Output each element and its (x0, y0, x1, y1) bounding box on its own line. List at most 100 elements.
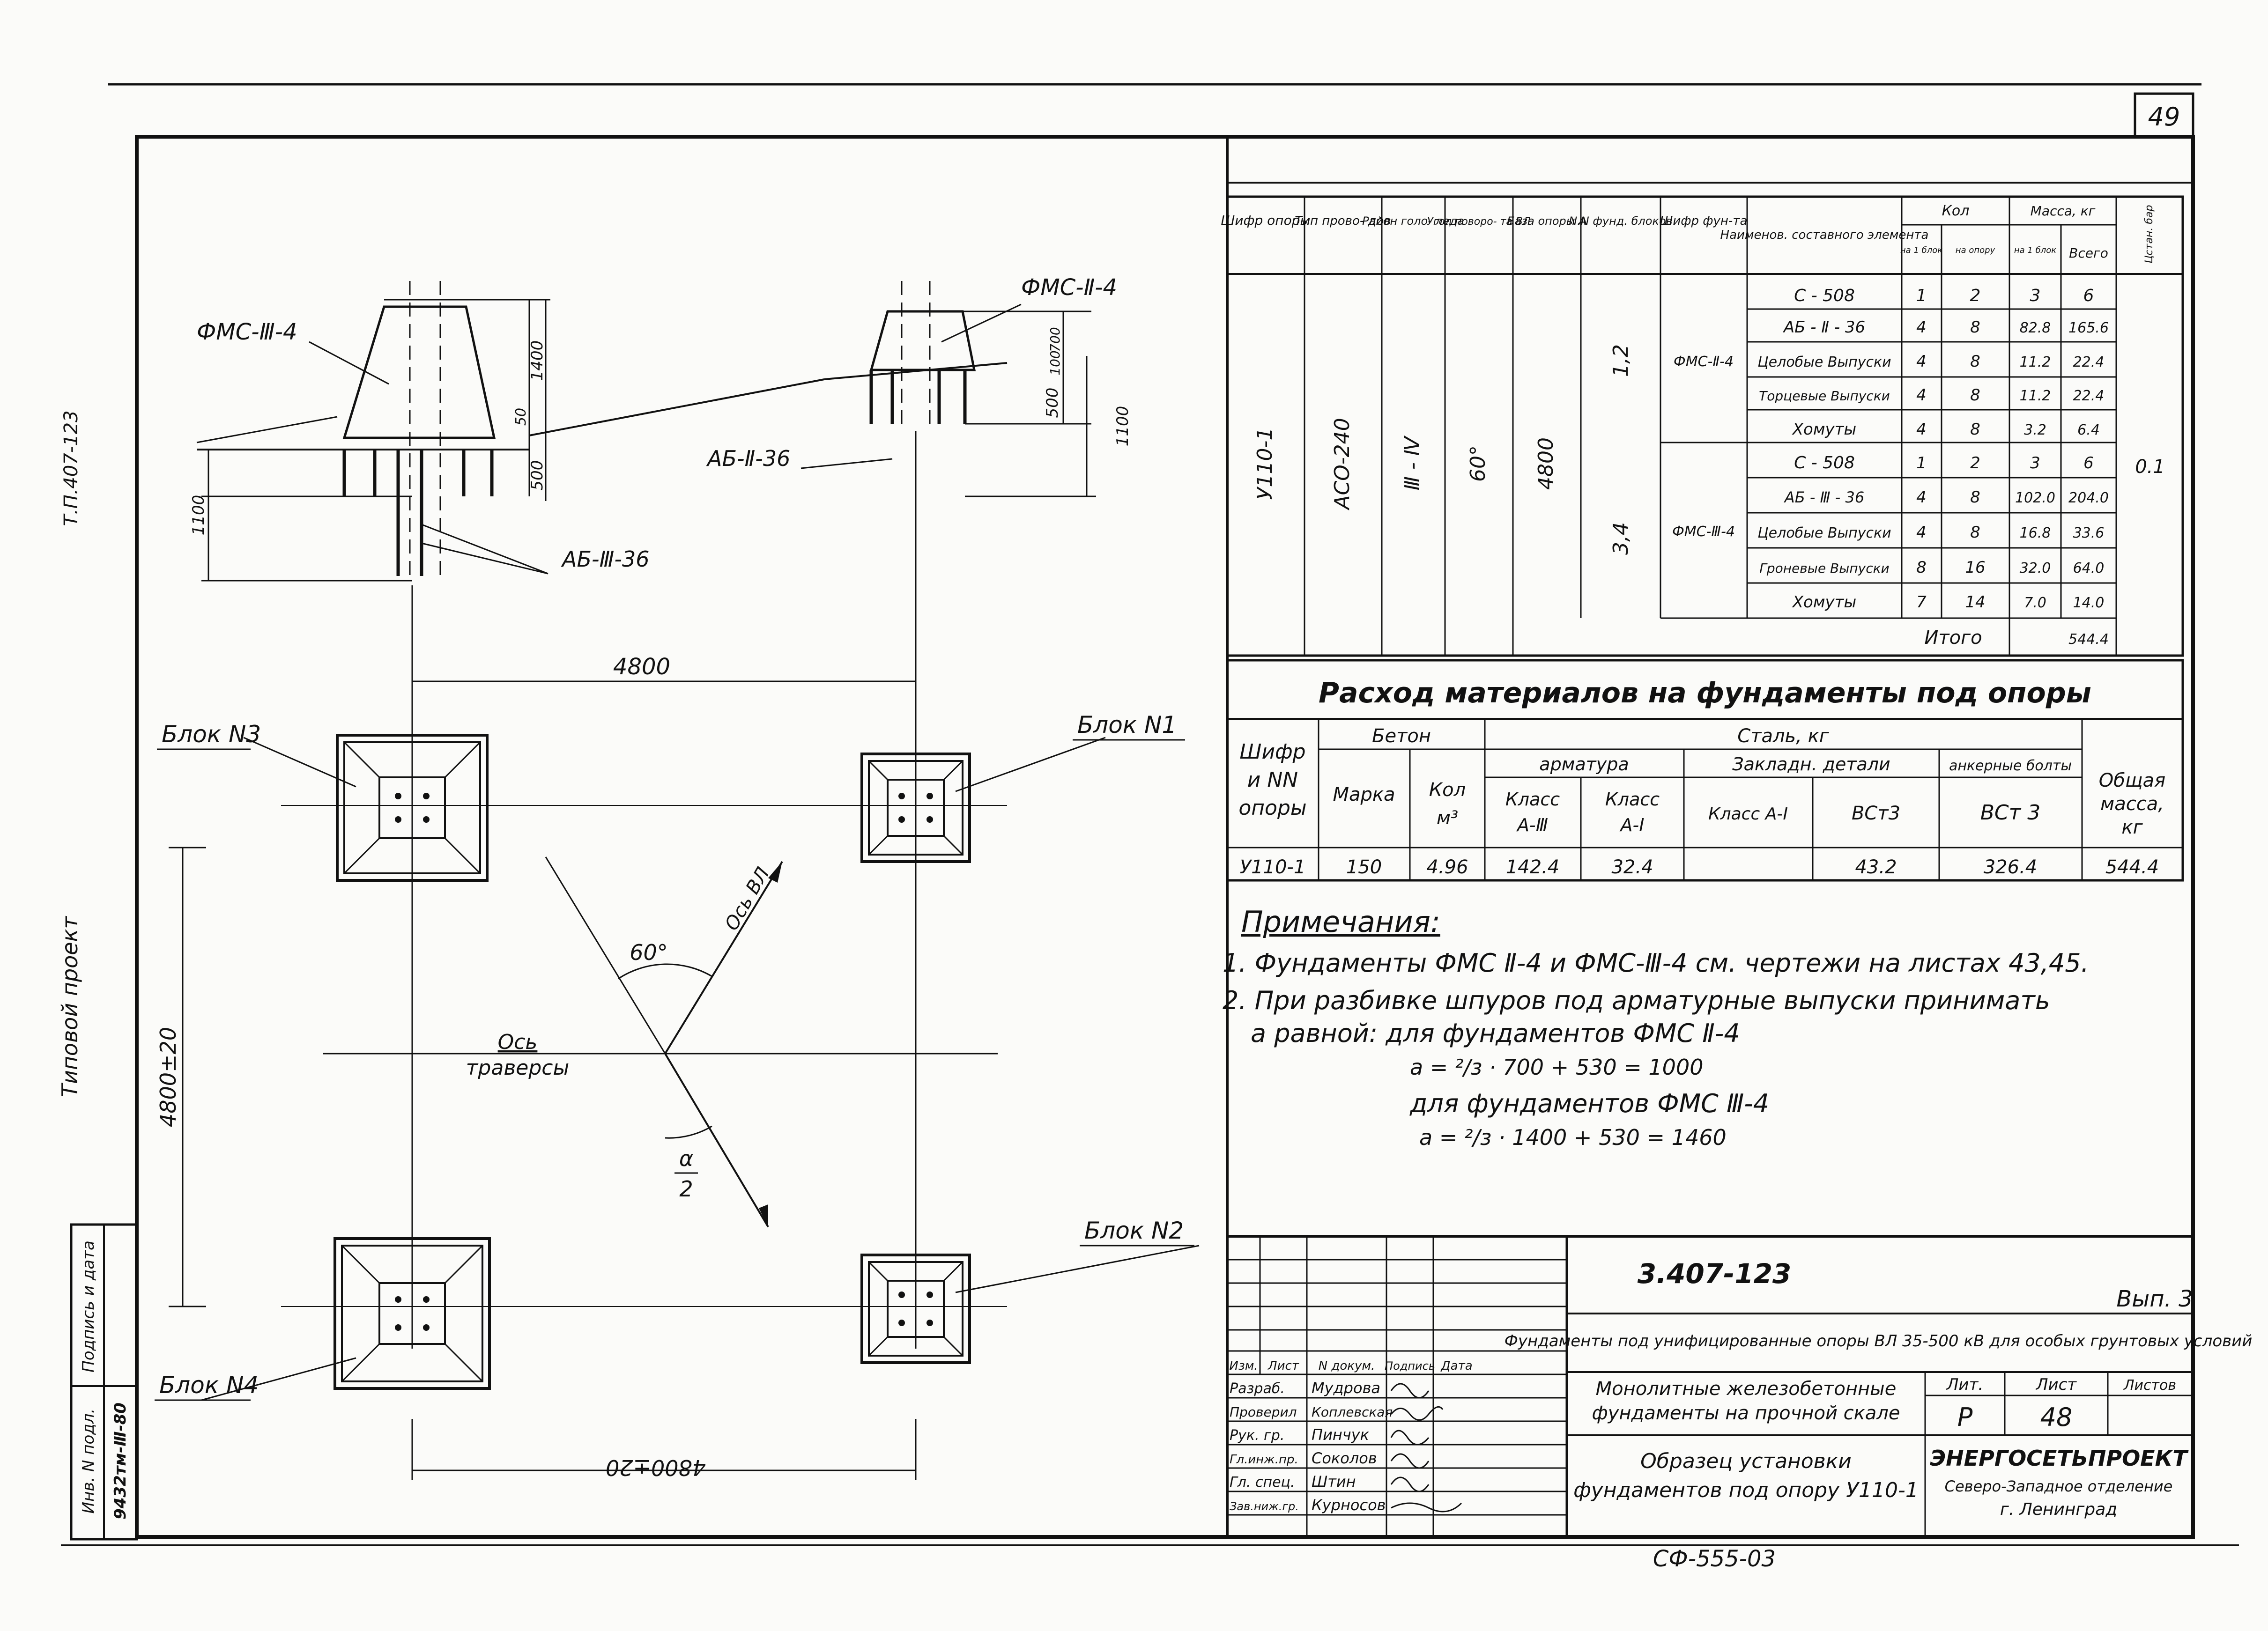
material-h-concrete: Бетон (1372, 725, 1431, 747)
spec-a-r5-mt: 6.4 (2077, 422, 2100, 438)
spec-b-r3-qb: 4 (1916, 523, 1927, 542)
staff-role-1: Разраб. (1230, 1380, 1285, 1397)
spec-blocks-a: 1,2 (1609, 344, 1633, 377)
spec-sub-1: на 1 блок (1900, 245, 1942, 255)
plan-block-n3: Блок N3 (162, 721, 261, 748)
elevation-label-left: ФМС-Ⅲ-4 (197, 319, 297, 345)
spec-h-code: Шифр опоры (1221, 213, 1310, 228)
spec-b-r4-mb: 32.0 (2020, 560, 2051, 576)
spec-a-r4-name: Торцевые Выпуски (1759, 388, 1890, 404)
material-h-grade: Марка (1333, 784, 1395, 805)
spec-a-r1-qb: 1 (1916, 286, 1927, 305)
spec-a-r5-mb: 3.2 (2024, 422, 2046, 438)
notes-heading: Примечания: (1241, 905, 1440, 939)
spec-h-wire: Тип прово- дов (1295, 214, 1391, 228)
title-col-sign: Подпись (1385, 1359, 1435, 1373)
spec-a-r1-qs: 2 (1970, 286, 1981, 305)
spec-b-r1-name: С - 508 (1794, 453, 1855, 472)
title-block: 3.407-123 Вып. 3 Фундаменты под унифицир… (1226, 1235, 2253, 1538)
spec-total-label: Итого (1924, 627, 1982, 649)
margin-vertical-code: Т.П.407-123 (60, 410, 82, 526)
spec-a-r5-qs: 8 (1970, 420, 1980, 439)
spec-b-r3-mt: 33.6 (2073, 525, 2105, 541)
plan-block-n2: Блок N2 (1084, 1217, 1184, 1244)
signatures (1390, 1383, 1462, 1513)
spec-h-qty: Кол (1942, 203, 1970, 219)
sheet-number: 49 (2148, 102, 2180, 132)
plan-half-angle-num: α (679, 1146, 693, 1171)
spec-sub-2: на опору (1956, 245, 1995, 255)
staff-name-3: Пинчук (1312, 1426, 1370, 1444)
elevation-anchor-label-1: АБ-Ⅱ-36 (706, 446, 790, 471)
plan-span-bottom: 4800±20 (606, 1455, 706, 1480)
spec-a-r1-mb: 3 (2030, 286, 2041, 305)
staff-role-4: Гл.инж.пр. (1230, 1453, 1298, 1467)
elevation-view: ФМС-Ⅲ-4 ФМС-Ⅱ-4 АБ-Ⅱ-36 АБ-Ⅲ-36 1400 500… (189, 274, 1132, 582)
material-table: Расход материалов на фундаменты под опор… (1226, 659, 2184, 882)
spec-a-r1-mt: 6 (2083, 286, 2094, 305)
staff-name-2: Коплевская (1312, 1404, 1393, 1420)
title-sheet-label: Лист (2035, 1375, 2077, 1394)
spec-b-r1-mb: 3 (2030, 454, 2040, 472)
spec-a-r2-mb: 82.8 (2020, 320, 2051, 336)
material-h-class1-1: Класс (1605, 789, 1660, 810)
title-code: 3.407-123 (1638, 1258, 1792, 1290)
margin-stamp: Инв. N подл. 9432тм-Ⅲ-80 Подпись и дата (70, 1223, 138, 1541)
elevation-dim-2: 500 (528, 460, 547, 491)
material-row-total: 544.4 (2105, 856, 2159, 878)
title-col-doc: N докум. (1319, 1359, 1375, 1373)
margin-inv-label: Инв. N подл. (79, 1409, 98, 1514)
spec-a-r2-name: АБ - Ⅱ - 36 (1783, 318, 1865, 337)
spec-b-r5-name: Хомуты (1792, 593, 1857, 612)
spec-a-r3-mb: 11.2 (2020, 354, 2051, 370)
spec-rows-a: С - 508 1 2 3 6 АБ - Ⅱ - 36 4 8 82.8 165… (1757, 286, 2109, 439)
material-row-anchor: 326.4 (1984, 856, 2038, 878)
sheet-number-box (2134, 92, 2194, 138)
plan-view: 4800 4800±20 4800±20 Блок N3 Блок N1 Бло… (155, 431, 1200, 1480)
spec-a-r4-qb: 4 (1916, 386, 1927, 405)
spec-a-r5-name: Хомуты (1792, 420, 1857, 439)
spec-support: У110-1 (1253, 428, 1277, 500)
material-row-volume: 4.96 (1426, 856, 1468, 878)
staff-role-2: Проверил (1230, 1404, 1297, 1420)
elevation-dim-3: 50 (513, 408, 529, 426)
title-col-list: Лист (1267, 1359, 1299, 1373)
material-h-embedded-a1: Класс А-Ⅰ (1708, 804, 1788, 824)
spec-b-r2-qb: 4 (1916, 488, 1927, 507)
notes-line-3: а равной: для фундаментов ФМС Ⅱ-4 (1251, 1018, 1740, 1048)
spec-found-a: ФМС-Ⅱ-4 (1674, 354, 1734, 370)
spec-b-r3-qs: 8 (1970, 523, 1980, 542)
drawing-frame (135, 135, 2195, 1539)
block-n1 (860, 753, 971, 863)
plan-half-angle-den: 2 (679, 1176, 693, 1202)
spec-wire: АСО-240 (1330, 418, 1354, 510)
spec-a-r2-qb: 4 (1916, 318, 1927, 337)
spec-rows-b: С - 508 1 2 3 6 АБ - Ⅲ - 36 4 8 102.0 20… (1757, 453, 2109, 612)
elevation-dim-7: 500 (1043, 388, 1062, 418)
spec-b-r1-mt: 6 (2083, 454, 2094, 472)
title-lit: Р (1957, 1402, 1973, 1432)
material-h-volume-1: Кол (1429, 779, 1466, 801)
spec-a-r4-mt: 22.4 (2073, 388, 2105, 404)
material-h-embedded: Закладн. детали (1732, 754, 1890, 775)
elevation-dim-6: 100 (1047, 350, 1063, 375)
spec-b-r4-qs: 16 (1965, 558, 1985, 577)
spec-b-r2-qs: 8 (1970, 488, 1980, 507)
spec-b-r2-name: АБ - Ⅲ - 36 (1784, 488, 1864, 506)
material-h-anchor-bst: ВСт 3 (1980, 801, 2041, 825)
spec-ice: Ⅲ - Ⅳ (1401, 435, 1424, 490)
spec-b-r1-qb: 1 (1916, 454, 1927, 472)
title-org-2: Северо-Западное отделение (1945, 1477, 2173, 1495)
title-subject: Фундаменты под унифицированные опоры ВЛ … (1505, 1332, 2253, 1351)
title-sheet: 48 (2040, 1402, 2073, 1432)
spec-found-b: ФМС-Ⅲ-4 (1672, 524, 1735, 540)
notes-line-5: для фундаментов ФМС Ⅲ-4 (1409, 1089, 1769, 1118)
title-col-izm: Изм. (1229, 1359, 1258, 1373)
title-issue: Вып. 3 (2116, 1286, 2193, 1312)
spec-a-r2-qs: 8 (1970, 318, 1980, 337)
notes-line-2: 2. При разбивке шпуров под арматурные вы… (1223, 986, 2050, 1015)
staff-name-5: Штин (1312, 1473, 1356, 1491)
spec-base: 4800 (1534, 437, 1558, 490)
plan-axis-traverse-2: траверсы (466, 1056, 569, 1080)
elevation-dim-4: 1100 (189, 495, 208, 536)
